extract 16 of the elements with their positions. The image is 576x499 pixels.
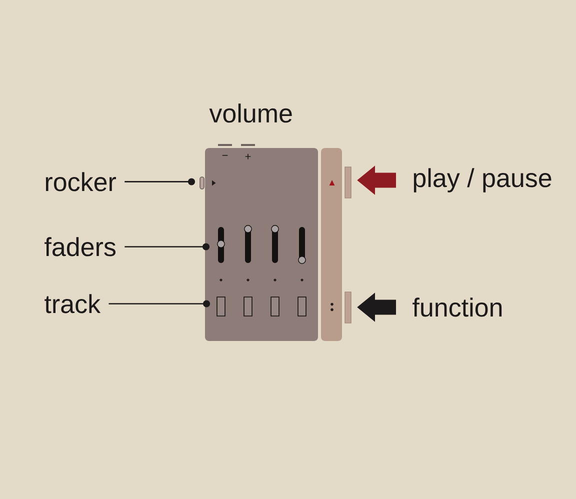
part-label: volume [209,104,292,123]
leader-line [108,300,210,308]
side-button [344,292,352,324]
leader-line [124,243,210,250]
minus-sign: − [222,154,228,156]
side-button [344,166,352,198]
track-button [216,296,226,316]
part-label: play / pause [414,168,552,192]
leader-line [124,178,195,186]
rocker-switch [200,176,204,190]
part-label: track [44,294,101,314]
part-label: faders [44,237,116,256]
plus-sign: + [245,154,251,160]
part-label: function [412,298,502,317]
part-label: rocker [46,172,116,192]
fader [217,227,225,263]
